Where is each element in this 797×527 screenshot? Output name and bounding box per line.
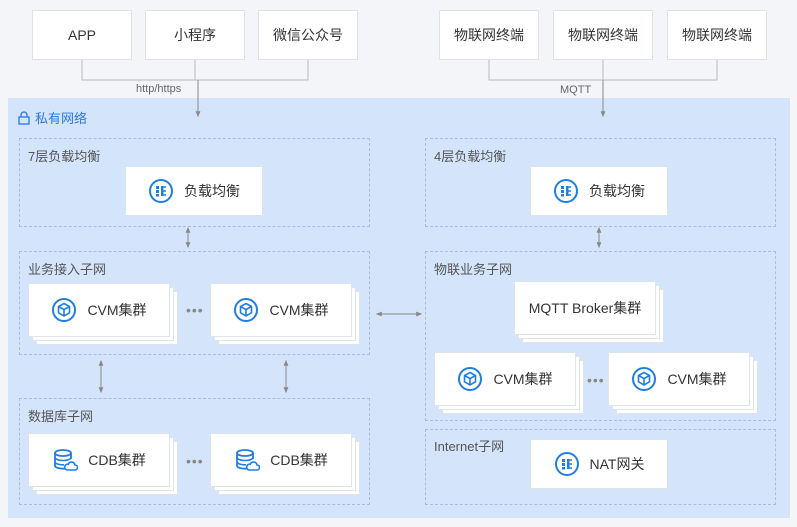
l7-load-balancer-card: 负载均衡 xyxy=(125,166,263,216)
protocol-http-label: http/https xyxy=(133,83,185,96)
client-iot-terminal-1: 物联网终端 xyxy=(439,10,539,60)
cvm-cluster-label: CVM集群 xyxy=(269,302,329,318)
client-app: APP xyxy=(32,10,132,60)
client-wechat-account: 微信公众号 xyxy=(258,10,358,60)
nat-gateway-card: NAT网关 xyxy=(530,439,668,489)
client-iot-terminal-label: 物联网终端 xyxy=(682,27,752,43)
zone-business-title: 业务接入子网 xyxy=(28,262,107,277)
cvm-icon xyxy=(458,367,483,391)
zone-internet-title: Internet子网 xyxy=(434,439,505,454)
cvm-icon xyxy=(234,298,259,322)
zone-l7-title: 7层负载均衡 xyxy=(28,149,101,164)
client-iot-terminal-3: 物联网终端 xyxy=(667,10,767,60)
cdb-cluster-label: CDB集群 xyxy=(270,452,328,468)
zone-internet-subnet xyxy=(425,429,776,505)
client-iot-terminal-label: 物联网终端 xyxy=(454,27,524,43)
l7-load-balancer-label: 负载均衡 xyxy=(184,183,240,199)
l4-load-balancer-card: 负载均衡 xyxy=(530,166,668,216)
nat-gateway-icon xyxy=(554,452,579,476)
zone-l4-load-balancer xyxy=(425,138,776,227)
business-ellipsis: ••• xyxy=(186,302,204,318)
zone-business-subnet xyxy=(19,251,370,355)
cdb-cluster-1: CDB集群 xyxy=(28,433,178,495)
lock-icon xyxy=(18,110,30,125)
protocol-mqtt-label: MQTT xyxy=(557,84,595,97)
cdb-cluster-label: CDB集群 xyxy=(88,452,146,468)
cvm-icon xyxy=(632,367,657,391)
client-iot-terminal-2: 物联网终端 xyxy=(553,10,653,60)
business-cvm-cluster-2: CVM集群 xyxy=(210,283,360,345)
zone-l7-load-balancer xyxy=(19,138,370,227)
iot-cvm-cluster-1: CVM集群 xyxy=(434,352,584,414)
iot-ellipsis: ••• xyxy=(587,372,605,388)
vpc-title: 私有网络 xyxy=(18,108,87,127)
mqtt-broker-cluster: MQTT Broker集群 xyxy=(514,281,664,343)
cdb-icon xyxy=(54,449,79,471)
cvm-cluster-label: CVM集群 xyxy=(493,371,553,387)
cdb-icon xyxy=(236,449,261,471)
cvm-cluster-label: CVM集群 xyxy=(667,371,727,387)
load-balancer-icon xyxy=(149,179,173,203)
client-app-label: APP xyxy=(67,27,96,43)
load-balancer-icon xyxy=(554,179,578,203)
l4-load-balancer-label: 负载均衡 xyxy=(589,183,645,199)
vpc-title-label: 私有网络 xyxy=(35,111,88,126)
client-mini-program: 小程序 xyxy=(145,10,245,60)
zone-db-title: 数据库子网 xyxy=(28,409,94,424)
client-iot-terminal-label: 物联网终端 xyxy=(568,27,638,43)
cdb-cluster-2: CDB集群 xyxy=(210,433,360,495)
iot-cvm-cluster-2: CVM集群 xyxy=(608,352,758,414)
mqtt-broker-label: MQTT Broker集群 xyxy=(528,300,642,316)
zone-iot-title: 物联业务子网 xyxy=(434,262,513,277)
zone-iot-subnet xyxy=(425,251,776,421)
cvm-cluster-label: CVM集群 xyxy=(87,302,147,318)
business-cvm-cluster-1: CVM集群 xyxy=(28,283,178,345)
zone-l4-title: 4层负载均衡 xyxy=(434,149,507,164)
client-mini-program-label: 小程序 xyxy=(174,27,216,43)
zone-db-subnet xyxy=(19,398,370,505)
db-ellipsis: ••• xyxy=(186,453,204,469)
cvm-icon xyxy=(52,298,77,322)
nat-gateway-label: NAT网关 xyxy=(589,456,645,472)
client-wechat-account-label: 微信公众号 xyxy=(273,27,343,43)
